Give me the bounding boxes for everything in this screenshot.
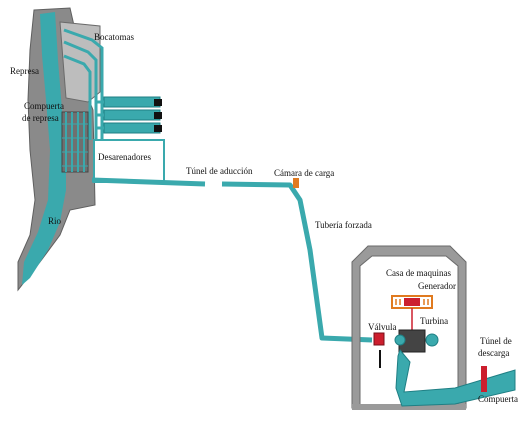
label-camara-carga: Cámara de carga <box>274 168 334 178</box>
tailrace-gate <box>481 366 487 392</box>
label-bocatomas: Bocatomas <box>94 32 134 42</box>
label-tuberia-forzada: Tubería forzada <box>315 220 372 230</box>
turbine-generator <box>391 295 439 353</box>
desilting-basins <box>93 96 165 183</box>
label-compuerta-2: de represa <box>22 113 59 123</box>
label-casa-maquinas: Casa de maquinas <box>386 268 451 278</box>
conduits <box>91 177 373 343</box>
river-water <box>22 12 66 285</box>
label-tunel-aduccion: Túnel de aducción <box>186 166 253 176</box>
label-tunel-descarga-2: descarga <box>478 348 509 358</box>
intake-channels <box>63 28 104 140</box>
dam-gate <box>61 111 89 173</box>
label-compuerta-1: Compuerta <box>24 101 64 111</box>
tailrace <box>395 348 516 407</box>
label-valvula: Válvula <box>368 322 397 332</box>
label-compuerta: Compuerta <box>478 394 518 404</box>
label-desarenadores: Desarenadores <box>98 152 151 162</box>
label-tunel-descarga-1: Túnel de <box>480 336 512 346</box>
label-generador: Generador <box>418 281 456 291</box>
valve-icon <box>373 332 385 346</box>
label-turbina: Turbina <box>420 316 448 326</box>
label-rio: Rio <box>48 216 62 226</box>
label-represa: Represa <box>10 66 39 76</box>
surge-chamber-mark <box>293 178 299 188</box>
powerhouse <box>351 245 467 410</box>
